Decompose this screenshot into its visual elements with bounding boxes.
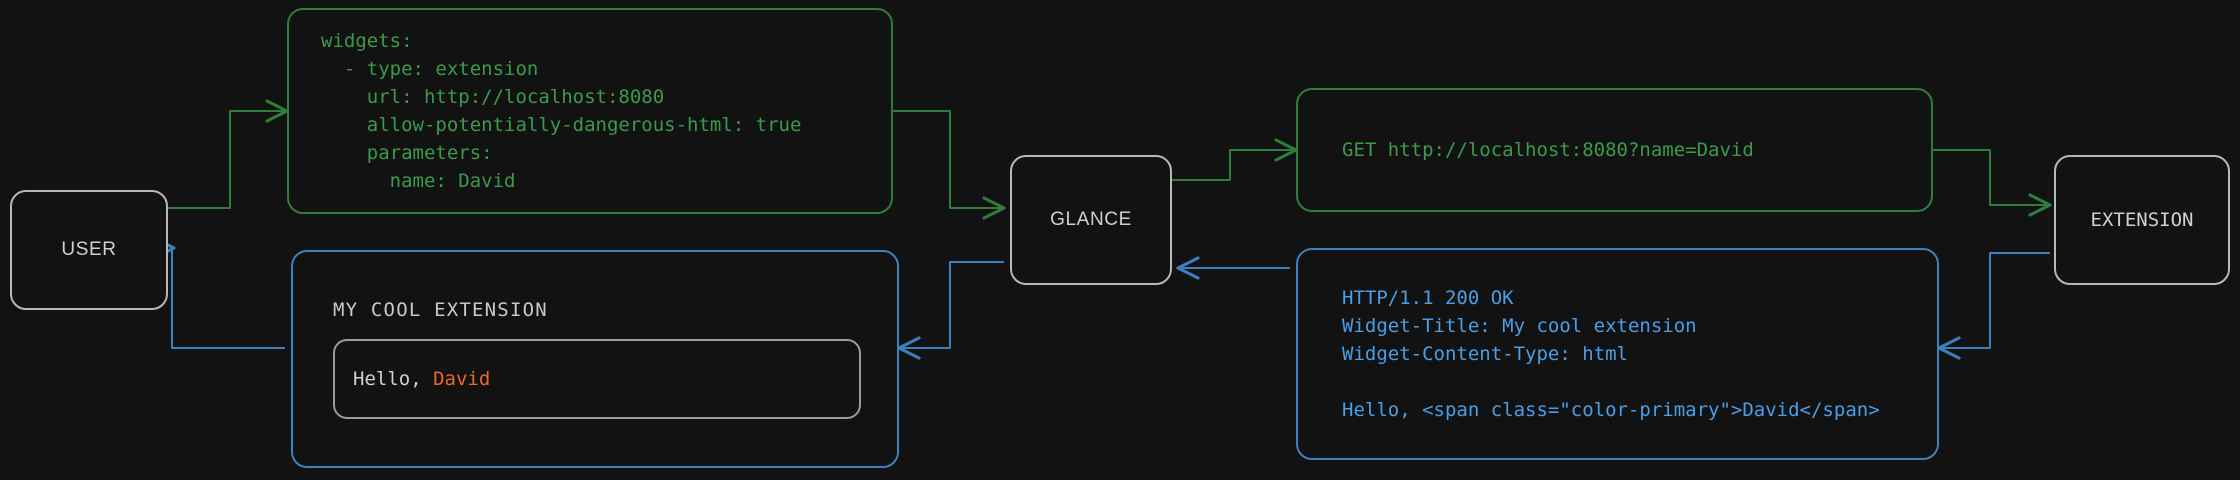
http-response-text: HTTP/1.1 200 OK Widget-Title: My cool ex…	[1342, 287, 1880, 421]
wire-user-to-config	[168, 99, 289, 209]
wire-widget-to-user	[152, 236, 285, 349]
widget-preview-title: MY COOL EXTENSION	[333, 299, 548, 321]
wire-extension-to-response	[1937, 252, 2050, 360]
wire-config-to-glance	[893, 110, 1006, 220]
node-user-label: USER	[61, 239, 117, 260]
node-glance[interactable]: GLANCE	[1010, 155, 1172, 285]
panel-widget-preview[interactable]: MY COOL EXTENSION Hello, David	[291, 250, 899, 468]
http-request-text: GET http://localhost:8080?name=David	[1342, 139, 1754, 161]
wire-request-to-extension	[1933, 149, 2052, 217]
wire-glance-to-widget	[897, 261, 1004, 360]
node-user[interactable]: USER	[10, 190, 168, 310]
panel-yaml-config[interactable]: widgets: - type: extension url: http://l…	[287, 8, 893, 214]
wire-glance-to-request	[1172, 138, 1298, 181]
yaml-config-text: widgets: - type: extension url: http://l…	[321, 30, 802, 192]
widget-preview-card: Hello, David	[333, 339, 861, 419]
node-glance-label: GLANCE	[1050, 209, 1132, 230]
widget-greeting-text: Hello,	[353, 368, 434, 390]
panel-http-response[interactable]: HTTP/1.1 200 OK Widget-Title: My cool ex…	[1296, 248, 1939, 460]
node-extension-label: EXTENSION	[2090, 209, 2194, 231]
widget-greeting-name: David	[433, 368, 491, 390]
node-extension[interactable]: EXTENSION	[2054, 155, 2230, 285]
panel-http-request[interactable]: GET http://localhost:8080?name=David	[1296, 88, 1933, 212]
